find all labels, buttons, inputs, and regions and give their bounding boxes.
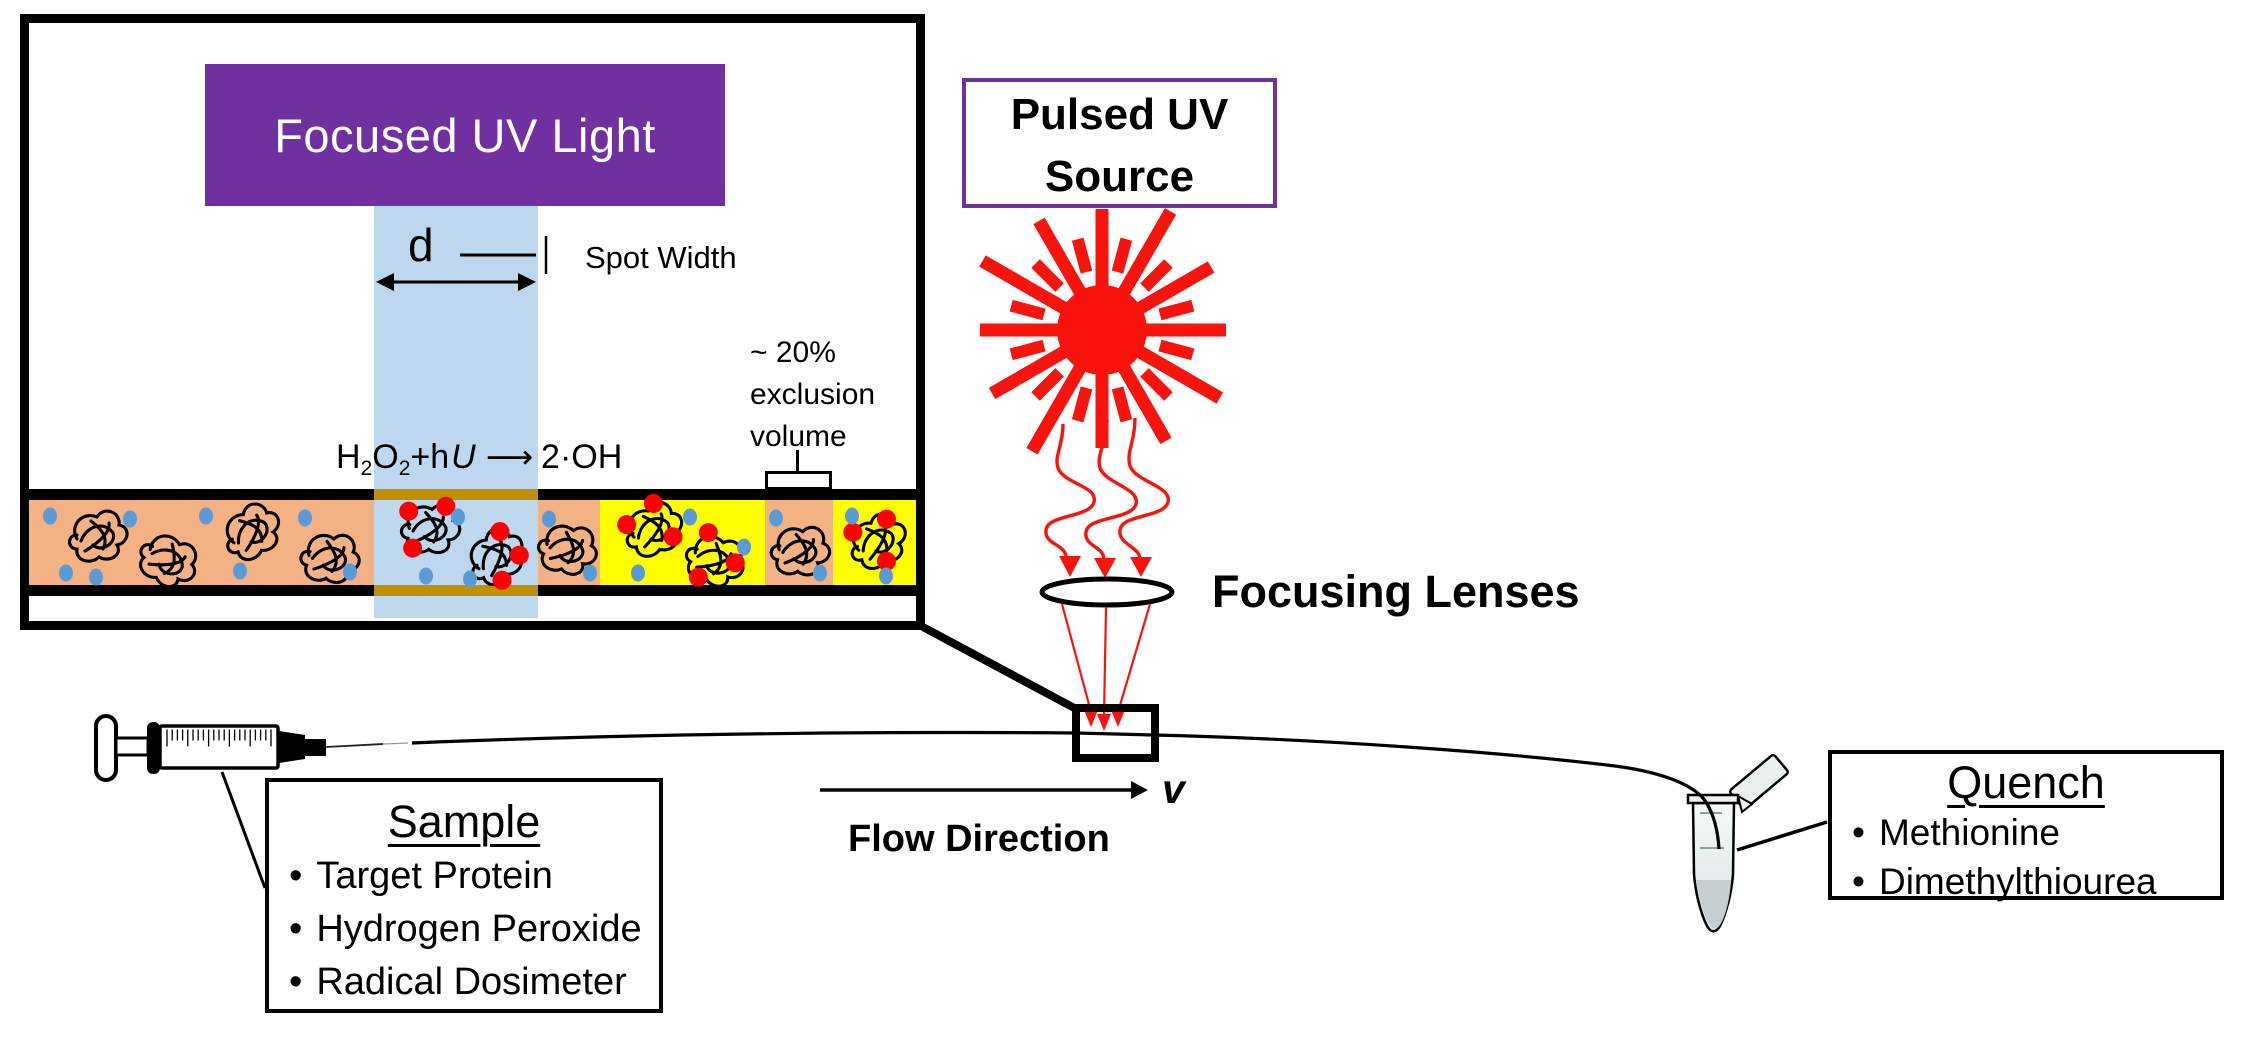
sample-callout-box: Sample • Target Protein • Hydrogen Peroxid… [265,778,663,1013]
channel-bottom-wall-irradiated [374,585,538,596]
quench-title: Quench [1947,757,2105,808]
flow-direction-arrow [820,781,1148,799]
channel-segment-unoxidized [29,500,374,585]
sample-title: Sample [387,796,541,847]
channel-top-wall-irradiated [374,489,538,500]
pulsed-uv-source-label-line2: Source [1044,152,1195,201]
spot-width-label: Spot Width [585,240,737,275]
flow-direction-label: Flow Direction [848,818,1110,860]
quench-item: Methionine [1878,812,2060,853]
irradiation-window [1072,704,1159,762]
pulsed-uv-source-label-line1: Pulsed UV [1010,90,1229,139]
sample-item: Target Protein [316,855,553,897]
exclusion-bracket-stem [796,450,799,471]
reaction-arrow-icon: ⟶ [485,437,534,476]
quench-callout-box: Quench • Methionine • Dimethylthiourea [1828,750,2224,902]
focusing-lenses-label: Focusing Lenses [1212,566,1580,617]
exclusion-bracket [765,471,832,490]
bullet-icon: • [289,855,303,897]
focused-uv-light-box: Focused UV Light [205,64,725,206]
sample-item: Hydrogen Peroxide [316,908,642,950]
bullet-icon: • [289,961,303,1003]
channel-segment-oxidized [833,500,916,585]
focused-uv-light-label: Focused UV Light [274,108,656,162]
quench-liquid [1696,880,1731,929]
sample-callout-line [220,771,267,889]
syringe-icon [94,714,409,782]
bullet-icon: • [289,908,303,950]
channel-segment-unoxidized [538,500,600,585]
channel-segment-oxidized [600,500,765,585]
velocity-symbol: v [1162,766,1185,812]
bullet-icon: • [1852,812,1865,853]
sample-item: Radical Dosimeter [316,961,627,1003]
exclusion-volume-label: ~ 20% exclusion volume [750,336,876,453]
channel-segment-exclusion-volume [765,500,833,585]
microcentrifuge-tube-icon [1686,753,1789,933]
quench-callout-line [1736,820,1828,852]
laser-starburst-icon [979,208,1226,455]
channel-segment-irradiated [374,500,538,585]
spot-width-d-label: d [408,219,434,271]
focusing-lens-icon [1039,576,1175,608]
inset-callout-line [921,623,1080,714]
pulsed-uv-source-box: Pulsed UV Source [962,78,1277,208]
photolysis-equation: H2O2+hU⟶2·OH [336,437,623,480]
uv-pulse-wave-arrows [1044,417,1170,578]
bullet-icon: • [1852,861,1865,902]
quench-item: Dimethylthiourea [1878,861,2157,902]
focused-ray-arrows [1060,603,1152,731]
